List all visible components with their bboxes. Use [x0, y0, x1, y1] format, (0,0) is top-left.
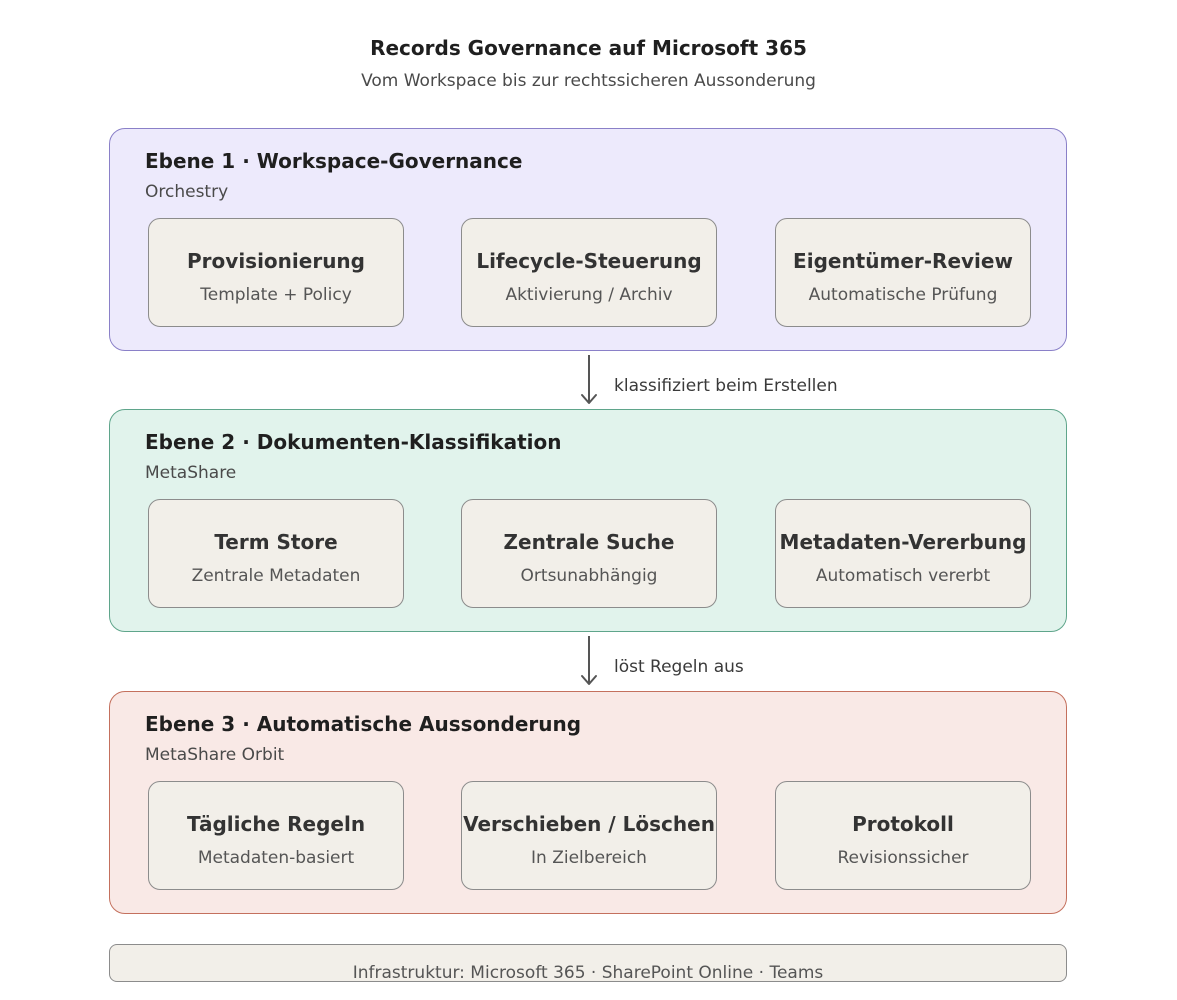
layer-title: Ebene 3 · Automatische Aussonderung [145, 712, 582, 736]
connector-label: klassifiziert beim Erstellen [614, 376, 838, 396]
card-subtitle: Automatisch vererbt [815, 566, 991, 586]
card-title: Zentrale Suche [503, 530, 675, 554]
card-subtitle: In Zielbereich [531, 848, 647, 868]
card-subtitle: Automatische Prüfung [808, 285, 998, 305]
card-title: Protokoll [852, 812, 954, 836]
infrastructure-bar: Infrastruktur: Microsoft 365 · SharePoin… [109, 944, 1067, 983]
card-title: Verschieben / Löschen [463, 812, 715, 836]
diagram-title: Records Governance auf Microsoft 365 [370, 36, 807, 60]
card-metadaten-vererbung: Metadaten-Vererbung Automatisch vererbt [775, 499, 1031, 608]
card-provisionierung: Provisionierung Template + Policy [148, 218, 404, 327]
card-zentrale-suche: Zentrale Suche Ortsunabhängig [461, 499, 717, 608]
card-term-store: Term Store Zentrale Metadaten [148, 499, 404, 608]
layer-workspace-governance: Ebene 1 · Workspace-Governance Orchestry… [109, 128, 1067, 351]
card-subtitle: Ortsunabhängig [520, 566, 658, 586]
card-verschieben-loeschen: Verschieben / Löschen In Zielbereich [461, 781, 717, 890]
card-subtitle: Zentrale Metadaten [191, 566, 361, 586]
card-title: Eigentümer-Review [793, 249, 1013, 273]
card-title: Term Store [214, 530, 338, 554]
card-title: Metadaten-Vererbung [779, 530, 1027, 554]
card-subtitle: Aktivierung / Archiv [505, 285, 673, 305]
card-lifecycle-steuerung: Lifecycle-Steuerung Aktivierung / Archiv [461, 218, 717, 327]
connector-label: löst Regeln aus [614, 657, 744, 677]
layer-subtitle: MetaShare [145, 463, 237, 483]
card-subtitle: Revisionssicher [837, 848, 969, 868]
layer-title: Ebene 2 · Dokumenten-Klassifikation [145, 430, 562, 454]
layer-dokumenten-klassifikation: Ebene 2 · Dokumenten-Klassifikation Meta… [109, 409, 1067, 632]
down-arrow-icon [581, 355, 597, 404]
card-subtitle: Metadaten-basiert [197, 848, 355, 868]
card-title: Tägliche Regeln [186, 812, 366, 836]
card-title: Lifecycle-Steuerung [476, 249, 702, 273]
diagram-subtitle: Vom Workspace bis zur rechtssicheren Aus… [361, 71, 816, 91]
layer-title: Ebene 1 · Workspace-Governance [145, 149, 523, 173]
card-subtitle: Template + Policy [200, 285, 352, 305]
layer-subtitle: Orchestry [145, 182, 229, 202]
card-protokoll: Protokoll Revisionssicher [775, 781, 1031, 890]
layer-subtitle: MetaShare Orbit [145, 745, 285, 765]
card-title: Provisionierung [187, 249, 365, 273]
down-arrow-icon [581, 636, 597, 685]
card-taegliche-regeln: Tägliche Regeln Metadaten-basiert [148, 781, 404, 890]
card-eigentuemer-review: Eigentümer-Review Automatische Prüfung [775, 218, 1031, 327]
infrastructure-label: Infrastruktur: Microsoft 365 · SharePoin… [352, 963, 824, 983]
layer-automatische-aussonderung: Ebene 3 · Automatische Aussonderung Meta… [109, 691, 1067, 914]
